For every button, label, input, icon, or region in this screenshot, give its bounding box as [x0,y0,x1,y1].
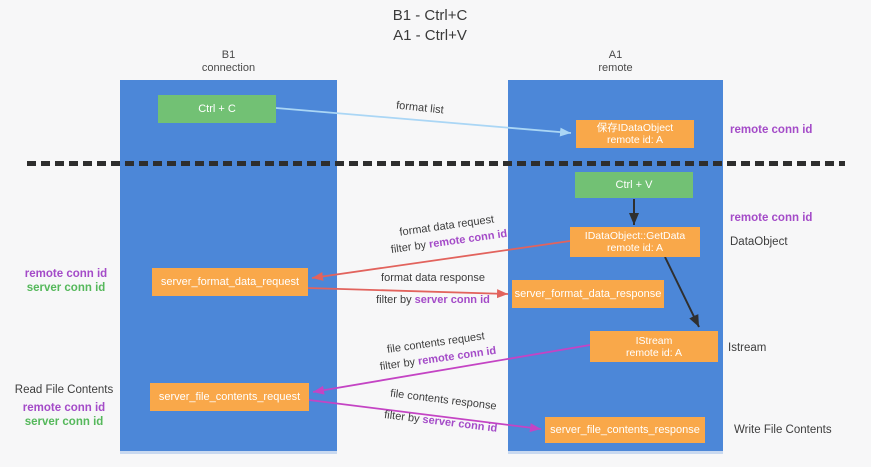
label-group-read-file-contents: Read File Contents remote conn id server… [8,383,120,429]
node-server-file-contents-response: server_file_contents_response [545,417,705,443]
server-conn-id-text: server conn id [421,413,498,435]
node-format-response-label: server_format_data_response [514,287,662,300]
node-ctrl-c-label: Ctrl + C [198,102,236,115]
server-conn-id-text: server conn id [414,294,490,306]
format-list-text: format list [395,99,445,117]
label-read-file-contents: Read File Contents [14,384,114,396]
edge-label-file-contents-response: file contents response filter by server … [378,387,505,437]
node-save-idataobject-line1: 保存IDataObject [596,122,674,134]
label-istream: Istream [728,342,767,354]
title-line-1: B1 - Ctrl+C [392,7,468,24]
filter-by-text: filter by [390,239,427,257]
node-format-request-label: server_format_data_request [160,275,300,288]
node-server-format-data-request: server_format_data_request [152,268,308,296]
edge-label-format-data-response: format data response filter by server co… [374,272,492,307]
label-group-conn-ids-left: remote conn id server conn id [14,267,118,295]
format-data-response-text: format data response [381,272,485,284]
lane-b1-title: B1 [221,49,236,61]
diagram-title: B1 - Ctrl+C A1 - Ctrl+V [330,6,530,46]
node-file-request-label: server_file_contents_request [158,390,301,403]
node-save-idataobject: 保存IDataObject remote id: A [576,120,694,148]
node-istream-line2: remote id: A [625,346,683,359]
label-remote-conn-id-left: remote conn id [24,268,108,280]
node-server-file-contents-request: server_file_contents_request [150,383,309,411]
edge-label-file-contents-request: file contents request filter by remote c… [371,328,504,375]
node-save-idataobject-line2: remote id: A [606,134,664,146]
node-server-format-data-response: server_format_data_response [512,280,664,308]
node-getdata-line1: IDataObject::GetData [584,230,686,242]
filter-by-server-conn-id: filter by server conn id [374,294,492,307]
node-getdata-line2: remote id: A [606,242,664,254]
lane-b1-subtitle: connection [201,62,256,74]
node-istream: IStream remote id: A [590,331,718,362]
lane-a1-subtitle: remote [598,62,633,74]
node-istream-line1: IStream [635,334,673,347]
edge-label-format-list: format list [395,99,445,118]
lane-header-a1: A1 remote [508,49,723,75]
filter-by-text: filter by [376,294,412,306]
title-line-2: A1 - Ctrl+V [393,27,467,44]
node-idataobject-getdata: IDataObject::GetData remote id: A [570,227,700,257]
node-file-response-label: server_file_contents_response [550,423,700,436]
filter-by-text: filter by [383,409,421,426]
label-server-conn-id-left: server conn id [26,282,106,294]
label-dataobject: DataObject [730,236,788,248]
label-remote-conn-id-top-right: remote conn id [730,124,813,136]
lane-header-b1: B1 connection [120,49,337,75]
filter-by-server-conn-id: filter by server conn id [378,408,503,436]
node-ctrl-v-label: Ctrl + V [615,178,653,191]
label-remote-conn-id-right: remote conn id [730,212,813,224]
edge-label-format-data-request: format data request filter by remote con… [382,211,515,258]
session-separator-line [27,161,845,166]
node-ctrl-c: Ctrl + C [158,95,276,123]
lane-a1-title: A1 [608,49,623,61]
label-write-file-contents: Write File Contents [734,424,832,436]
label-remote-conn-id-left-bottom: remote conn id [22,402,106,414]
filter-by-text: filter by [379,356,416,374]
label-server-conn-id-left-bottom: server conn id [24,416,104,428]
node-ctrl-v: Ctrl + V [575,172,693,198]
